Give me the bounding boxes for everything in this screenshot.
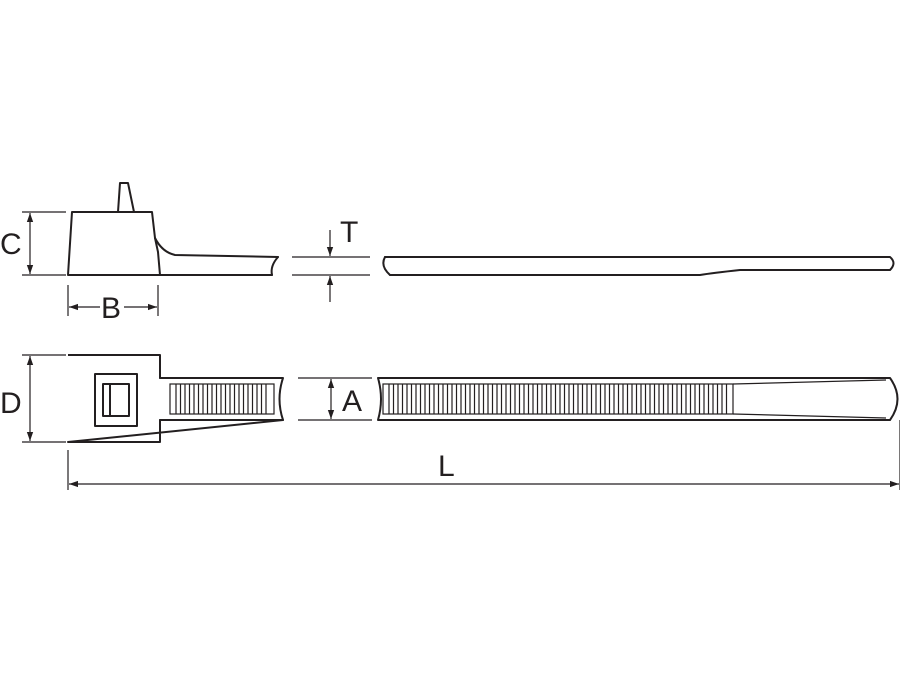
strap-top-right (377, 377, 899, 421)
label-c: C (0, 228, 22, 261)
tail-taper-top (732, 379, 887, 385)
serrations-right (388, 384, 728, 414)
break-side-left (270, 256, 279, 276)
head-pawl (117, 182, 135, 213)
serration-band-left (169, 383, 275, 415)
dimension-b: B (67, 285, 159, 325)
serration-band-right (382, 383, 734, 415)
strap-side-right (384, 256, 895, 276)
lock-window (94, 373, 138, 427)
head-side (67, 211, 161, 276)
break-side-right (382, 256, 391, 276)
label-d: D (0, 387, 22, 420)
dimension-d: D (0, 354, 66, 443)
side-view (67, 182, 895, 276)
dimension-l: L (67, 420, 900, 490)
label-b: B (101, 292, 121, 325)
top-view (67, 354, 899, 443)
dimension-t: T (326, 216, 358, 302)
dimension-c: C (0, 211, 66, 276)
lock-window-inner (102, 383, 130, 417)
label-t: T (340, 216, 358, 249)
serrations-left (175, 384, 267, 414)
label-l: L (438, 450, 455, 483)
label-a: A (342, 385, 362, 418)
tail-taper-bottom (732, 413, 887, 419)
strap-top-left (159, 377, 284, 421)
strap-side-left (154, 237, 279, 258)
dimension-a: A (327, 379, 362, 419)
